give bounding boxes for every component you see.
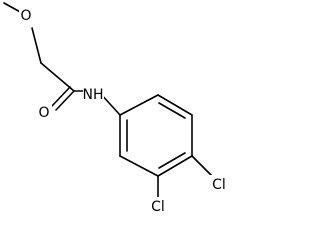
bonds (3, 2, 213, 199)
ring-double-bond-2 (158, 152, 186, 169)
ring-bond-4 (157, 155, 193, 177)
bond-ring-cl-para (191, 155, 213, 177)
molecule-structure: O O NH Cl Cl (3, 2, 230, 215)
methoxy-oxygen-label: O (20, 8, 31, 24)
bond-o-ch2 (31, 27, 42, 64)
bond-carbonyl-o-1 (55, 90, 75, 111)
chlorine-para-label: Cl (212, 177, 226, 193)
amide-nitrogen-label: NH (83, 87, 104, 103)
bond-carbonyl-o-2 (51, 86, 71, 107)
ring-double-bond-1 (158, 102, 186, 119)
bond-ch2-carbonyl (40, 62, 75, 92)
chlorine-meta-label: Cl (151, 199, 165, 215)
carbonyl-oxygen-label: O (38, 105, 49, 121)
ring-bond-1 (119, 94, 159, 116)
ring-bond-5 (119, 155, 159, 177)
atom-labels: O O NH Cl Cl (19, 6, 230, 215)
ring-bond-2 (157, 94, 193, 116)
